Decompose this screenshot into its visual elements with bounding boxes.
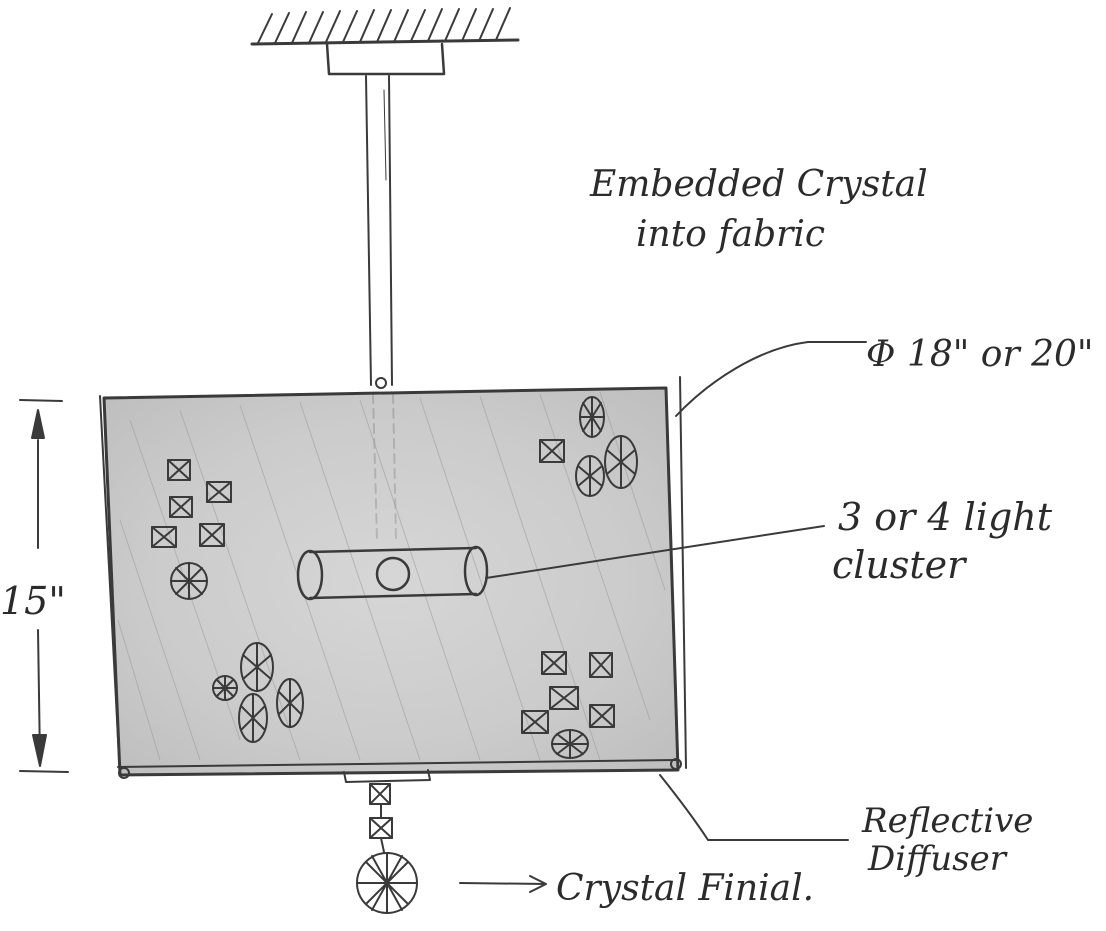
reflective-diffuser-label-line1: Reflective xyxy=(861,801,1033,841)
crystal-finial xyxy=(357,853,417,913)
light-cluster-label-line2: cluster xyxy=(832,543,968,587)
diameter-label: Φ 18" or 20" xyxy=(866,334,1093,375)
height-label: 15" xyxy=(0,579,66,623)
finial-hardware xyxy=(344,770,430,852)
light-cluster-label-line1: 3 or 4 light xyxy=(838,495,1053,539)
reflective-diffuser-label-line2: Diffuser xyxy=(867,839,1008,879)
diameter-leader xyxy=(676,342,866,416)
embedded-crystal-label-line2: into fabric xyxy=(636,214,825,255)
embedded-crystal-label-line1: Embedded Crystal xyxy=(589,164,928,205)
crystal-finial-label: Crystal Finial. xyxy=(556,868,814,909)
ceiling-mount xyxy=(252,8,518,74)
drum-shade xyxy=(100,377,686,778)
diffuser-leader xyxy=(660,775,848,840)
finial-arrow xyxy=(460,876,546,892)
